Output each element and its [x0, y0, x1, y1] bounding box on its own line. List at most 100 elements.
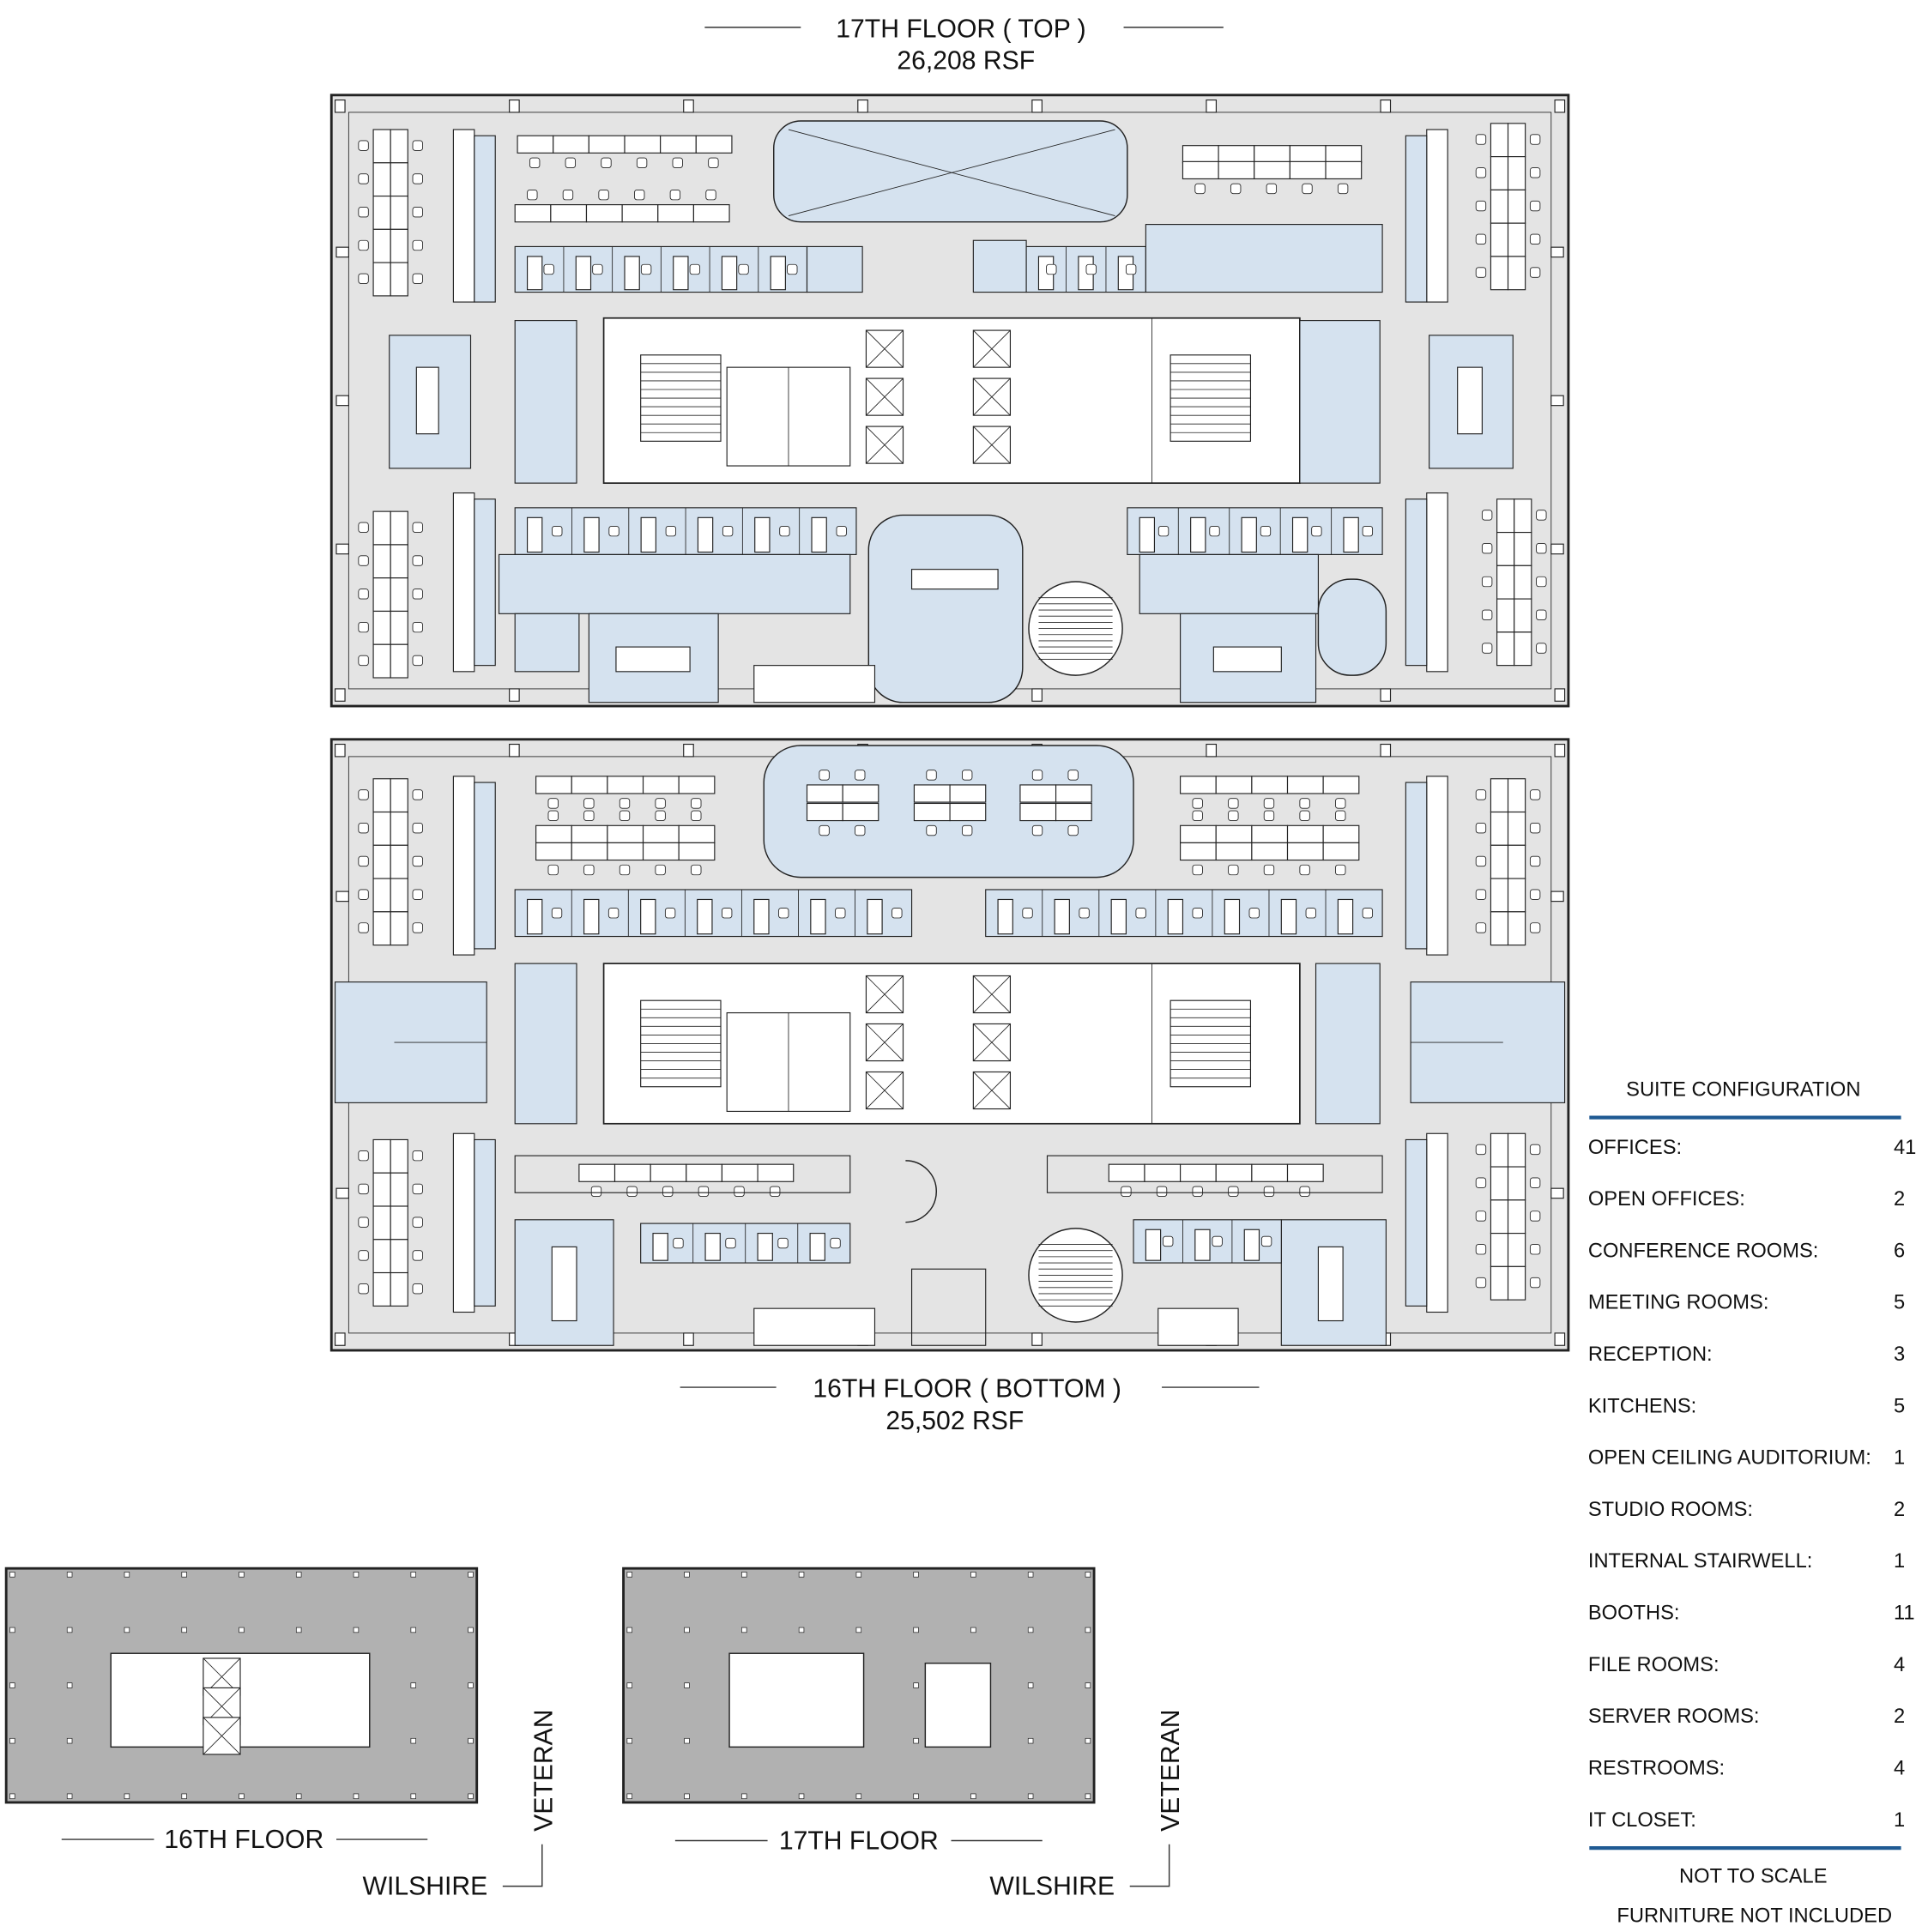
- desk: [1490, 156, 1509, 190]
- column: [66, 1572, 73, 1578]
- chair-icon: [1299, 864, 1310, 876]
- chair-icon: [412, 655, 423, 667]
- elevator-x: [866, 426, 904, 464]
- column: [334, 688, 346, 702]
- desk: [1144, 1163, 1182, 1182]
- desk: [757, 1233, 773, 1261]
- desk: [1514, 498, 1532, 534]
- column: [970, 1572, 976, 1578]
- column: [66, 1793, 73, 1800]
- column: [1027, 1737, 1034, 1744]
- chair-icon: [529, 157, 541, 168]
- desk: [372, 510, 391, 546]
- suite-config-value: 6: [1894, 1240, 1905, 1262]
- column: [9, 1793, 15, 1800]
- desk: [535, 776, 572, 794]
- desk: [721, 256, 738, 291]
- desk: [1507, 1166, 1526, 1201]
- chair-icon: [669, 189, 681, 201]
- column: [468, 1682, 474, 1688]
- suite-config-label: RECEPTION:: [1588, 1343, 1713, 1366]
- chair-icon: [1263, 798, 1275, 809]
- chair-icon: [1212, 1235, 1223, 1247]
- chair-icon: [1302, 183, 1313, 195]
- chair-icon: [1121, 1186, 1132, 1197]
- office-strip: [514, 889, 913, 938]
- column: [913, 1737, 919, 1744]
- elevator-x: [973, 329, 1011, 368]
- suite-config-row: FILE ROOMS:4: [1588, 1654, 1905, 1676]
- chair-icon: [1529, 823, 1541, 834]
- desk: [673, 256, 689, 291]
- street-veteran: VETERAN: [1157, 1709, 1185, 1831]
- desk: [1507, 189, 1526, 224]
- conference-table: [1212, 646, 1282, 673]
- suite-config-label: BOOTHS:: [1588, 1603, 1680, 1625]
- chair-icon: [926, 770, 937, 781]
- suite-config-value: 2: [1894, 1188, 1905, 1211]
- desk: [1145, 1229, 1162, 1261]
- atrium-x: [788, 129, 1115, 216]
- desk: [1496, 631, 1515, 667]
- chair-icon: [412, 855, 423, 867]
- column: [335, 395, 349, 407]
- desk: [1490, 911, 1509, 946]
- desk: [1215, 776, 1253, 794]
- chair-icon: [819, 770, 830, 781]
- chair-icon: [1135, 908, 1146, 919]
- column: [410, 1627, 416, 1633]
- suite-config-row: KITCHENS:5: [1588, 1395, 1905, 1417]
- chair-icon: [412, 273, 423, 284]
- desk: [372, 643, 391, 679]
- desk: [390, 1239, 408, 1274]
- street-corner-line: [1129, 1844, 1170, 1887]
- chair-icon: [640, 263, 652, 275]
- desk: [949, 784, 987, 803]
- desk: [372, 811, 391, 846]
- column: [295, 1627, 302, 1633]
- desk: [1322, 824, 1360, 843]
- key-core: [728, 1652, 865, 1748]
- chair-icon: [787, 263, 798, 275]
- chair-icon: [1311, 525, 1322, 537]
- chair-icon: [1192, 810, 1203, 821]
- desk: [1194, 1229, 1211, 1261]
- suite-config-value: 5: [1894, 1292, 1905, 1314]
- suite-config-label: KITCHENS:: [1588, 1395, 1696, 1417]
- chair-icon: [662, 1186, 674, 1197]
- chair-icon: [1536, 543, 1547, 554]
- desk: [686, 1163, 723, 1182]
- suite-config-row: CONFERENCE ROOMS:6: [1588, 1240, 1905, 1262]
- desk: [757, 1163, 795, 1182]
- suite-config-value: 3: [1894, 1343, 1905, 1366]
- elevator-x: [973, 975, 1011, 1013]
- desk: [1507, 1199, 1526, 1235]
- chair-icon: [777, 1237, 789, 1249]
- chair-icon: [636, 157, 648, 168]
- desk: [1507, 256, 1526, 291]
- floor-17-plan: [329, 94, 1570, 708]
- reception-desk: [905, 1160, 937, 1223]
- column: [683, 1332, 694, 1346]
- chair-icon: [1529, 1177, 1541, 1188]
- chair-icon: [655, 810, 666, 821]
- desk: [390, 1172, 408, 1207]
- suite-config-value: 1: [1894, 1809, 1905, 1832]
- desk: [1496, 598, 1515, 633]
- column: [626, 1572, 632, 1578]
- desk: [553, 135, 589, 154]
- chair-icon: [1536, 643, 1547, 654]
- street-wilshire: WILSHIRE: [989, 1873, 1115, 1901]
- desk: [657, 204, 694, 223]
- desk: [624, 135, 662, 154]
- desk: [1218, 160, 1255, 180]
- chair-icon: [358, 655, 369, 667]
- desk: [1490, 811, 1509, 846]
- column: [410, 1572, 416, 1578]
- desk: [1254, 145, 1290, 164]
- chair-icon: [1529, 1277, 1541, 1289]
- chair-icon: [1481, 510, 1493, 521]
- desk: [1251, 842, 1289, 861]
- elevator-x: [973, 426, 1011, 464]
- chair-icon: [358, 922, 369, 933]
